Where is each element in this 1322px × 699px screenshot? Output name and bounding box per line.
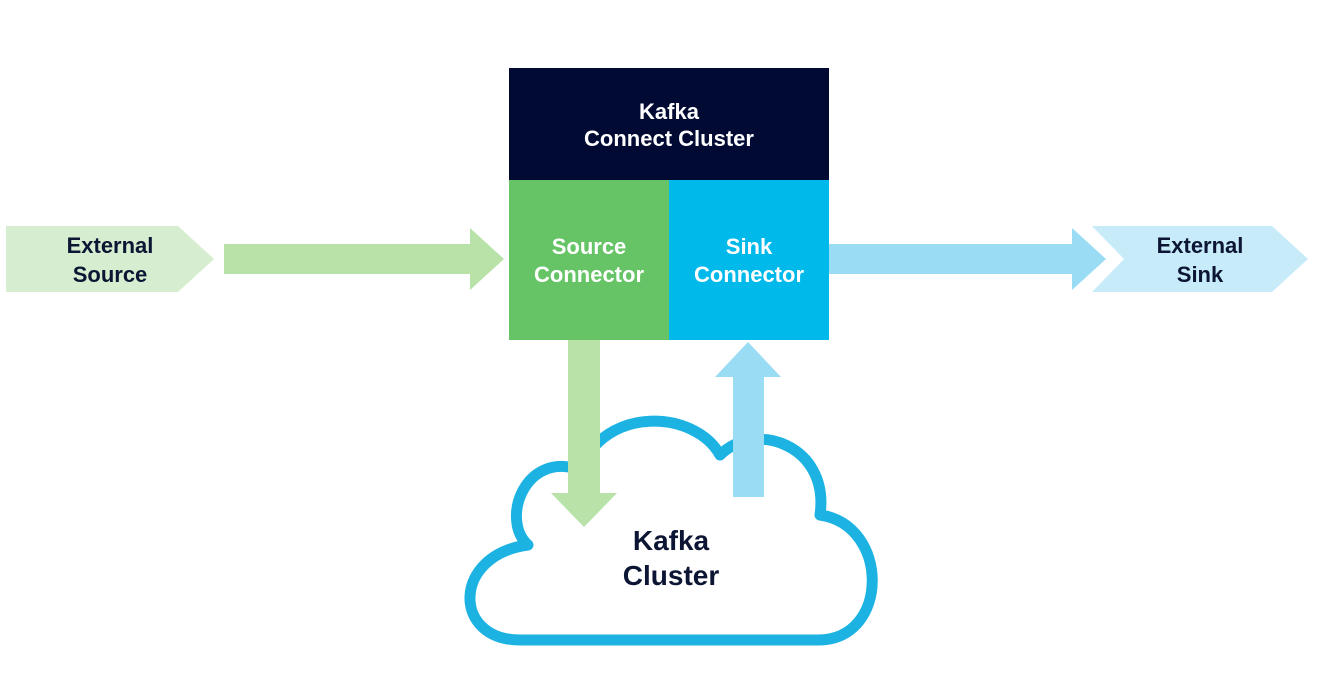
connect-cluster-title-line1: Kafka bbox=[639, 99, 700, 124]
connect-cluster-title-line2: Connect Cluster bbox=[584, 126, 754, 151]
source-connector-box bbox=[509, 180, 669, 340]
external-sink-label-line2: Sink bbox=[1177, 262, 1224, 287]
sink-connector-label-line1: Sink bbox=[726, 234, 773, 259]
source-connector-label-line1: Source bbox=[552, 234, 627, 259]
connect-cluster-header bbox=[509, 68, 829, 180]
source-connector-label-line2: Connector bbox=[534, 262, 644, 287]
kafka-cluster-label-line1: Kafka bbox=[633, 525, 710, 556]
source-inbound-arrow bbox=[224, 228, 504, 290]
external-sink-label-line1: External bbox=[1157, 233, 1244, 258]
external-source-label-line2: Source bbox=[73, 262, 148, 287]
sink-outbound-arrow bbox=[829, 228, 1106, 290]
external-sink-shape bbox=[1092, 226, 1308, 292]
sink-connector-label-line2: Connector bbox=[694, 262, 804, 287]
source-to-kafka-arrow bbox=[551, 340, 617, 527]
sink-connector-box bbox=[669, 180, 829, 340]
kafka-cluster-label-line2: Cluster bbox=[623, 560, 720, 591]
kafka-to-sink-arrow bbox=[715, 342, 781, 497]
external-source-label-line1: External bbox=[67, 233, 154, 258]
external-source-shape bbox=[6, 226, 214, 292]
